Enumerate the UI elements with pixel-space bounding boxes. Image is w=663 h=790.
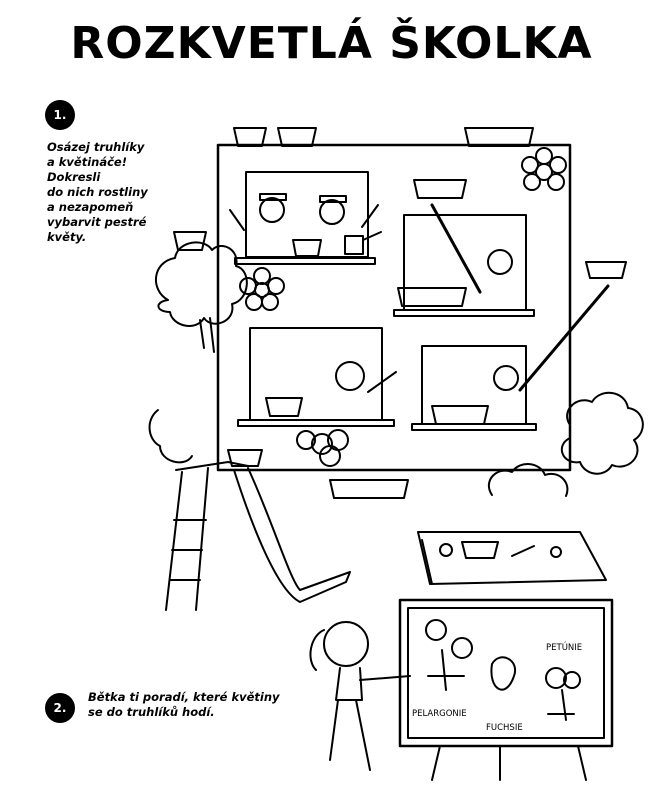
window-bottom-right <box>411 261 627 431</box>
step-1-line: a květináče! <box>47 155 127 169</box>
sign-label-pelargonie: PELARGONIE <box>412 709 467 719</box>
sandbox <box>417 531 607 585</box>
tree-left <box>148 241 248 464</box>
wall-flower-icon <box>521 147 567 191</box>
step-2-line: Bětka ti poradí, které květiny <box>88 690 280 704</box>
flower-sign-board <box>398 598 614 781</box>
window-top-right <box>393 179 535 317</box>
cloud-flower-icon <box>296 429 349 467</box>
step-2-badge: 2. <box>45 693 75 723</box>
window-bottom-left <box>237 327 397 427</box>
sign-label-fuchsie: FUCHSIE <box>486 723 523 733</box>
building <box>216 127 572 472</box>
page-title: ROZKVETLÁ ŠKOLKA <box>70 18 593 69</box>
flower-icon <box>239 267 285 311</box>
window-top-left <box>229 171 382 265</box>
sign-label-petunie: PETÚNIE <box>546 641 582 653</box>
step-1-line: vybarvit pestré <box>47 215 147 229</box>
step-1-instructions: Osázej truhlíky a květináče! Dokresli do… <box>47 140 148 245</box>
step-2-line: se do truhlíků hodí. <box>88 705 215 719</box>
side-planter <box>173 231 207 251</box>
step-2-instructions: Bětka ti poradí, které květiny se do tru… <box>88 690 280 720</box>
tree-right <box>487 392 644 497</box>
step-1-line: květy. <box>47 230 87 244</box>
step-1-line: Osázej truhlíky <box>47 140 145 154</box>
ground-planter <box>329 479 409 499</box>
step-1-line: a nezapomeň <box>47 200 134 214</box>
step-1-line: do nich rostliny <box>47 185 148 199</box>
slide <box>165 449 351 611</box>
girl-betka <box>309 621 411 771</box>
step-1-badge: 1. <box>45 100 75 130</box>
step-1-line: Dokresli <box>47 170 101 184</box>
